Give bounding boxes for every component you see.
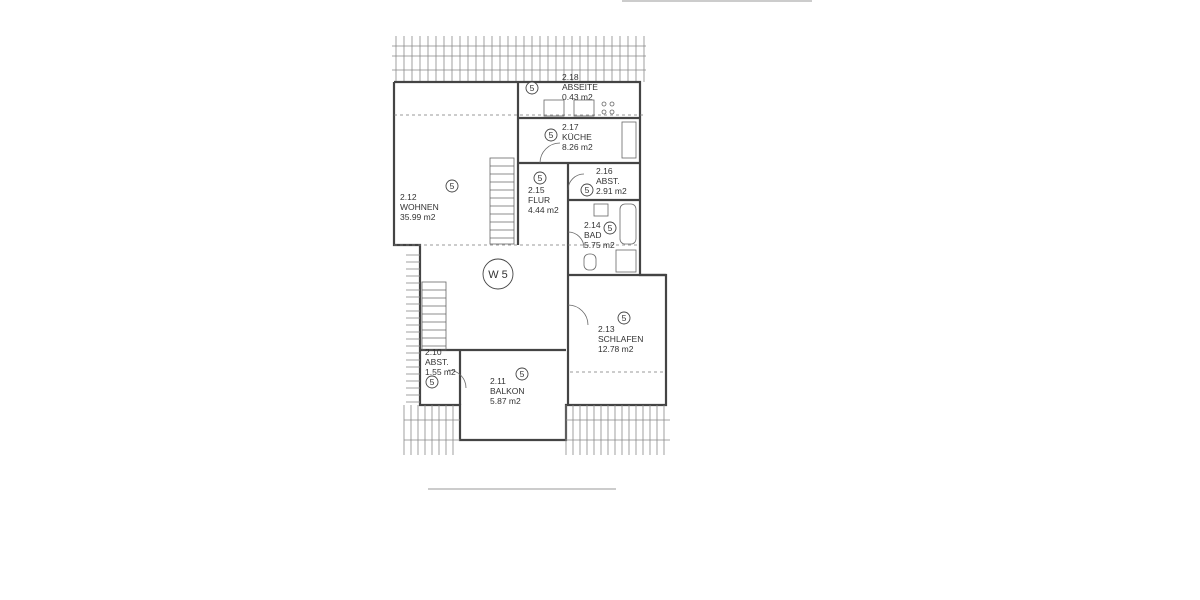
svg-text:WOHNEN: WOHNEN — [400, 202, 439, 212]
room-marker-icon — [580, 183, 594, 197]
doors — [447, 142, 589, 389]
roof-railing-bottom — [403, 254, 670, 455]
svg-text:12.78 m2: 12.78 m2 — [598, 344, 634, 354]
svg-text:ABST.: ABST. — [425, 357, 449, 367]
svg-text:W 5: W 5 — [488, 269, 508, 281]
roof-railing-top — [392, 36, 646, 82]
svg-text:SCHLAFEN: SCHLAFEN — [598, 334, 643, 344]
room-marker-icon — [533, 171, 547, 185]
room-marker-icon — [617, 311, 631, 325]
room-marker-icon — [515, 367, 529, 381]
svg-text:FLUR: FLUR — [528, 195, 550, 205]
svg-text:5: 5 — [622, 313, 627, 323]
svg-text:35.99 m2: 35.99 m2 — [400, 212, 436, 222]
svg-text:5: 5 — [530, 83, 535, 93]
svg-text:5: 5 — [549, 130, 554, 140]
svg-text:0.43 m2: 0.43 m2 — [562, 92, 593, 102]
svg-text:5: 5 — [430, 377, 435, 387]
svg-text:2.10: 2.10 — [425, 347, 442, 357]
svg-text:2.17: 2.17 — [562, 122, 579, 132]
room-marker-icon — [603, 221, 617, 235]
svg-text:2.11: 2.11 — [490, 376, 506, 386]
svg-text:5: 5 — [538, 173, 543, 183]
svg-text:KÜCHE: KÜCHE — [562, 132, 592, 142]
svg-text:5.75 m2: 5.75 m2 — [584, 240, 615, 250]
svg-text:2.18: 2.18 — [562, 72, 579, 82]
room-marker-icon — [445, 179, 459, 193]
svg-text:8.26 m2: 8.26 m2 — [562, 142, 593, 152]
bathroom-fixtures — [583, 203, 637, 273]
unit-label: W 5 — [482, 258, 514, 290]
svg-text:4.44 m2: 4.44 m2 — [528, 205, 559, 215]
staircase — [421, 157, 515, 351]
kitchen-fixtures — [543, 99, 637, 159]
room-marker-icon — [425, 375, 439, 389]
svg-text:5: 5 — [608, 223, 613, 233]
svg-text:2.14: 2.14 — [584, 220, 601, 230]
room-marker-icon — [544, 128, 558, 142]
svg-text:5: 5 — [585, 185, 590, 195]
svg-text:BALKON: BALKON — [490, 386, 525, 396]
svg-text:2.12: 2.12 — [400, 192, 417, 202]
svg-text:2.15: 2.15 — [528, 185, 545, 195]
svg-text:ABSEITE: ABSEITE — [562, 82, 598, 92]
room-marker-icon — [525, 81, 539, 95]
svg-text:2.16: 2.16 — [596, 166, 613, 176]
svg-text:BAD: BAD — [584, 230, 601, 240]
svg-text:2.91 m2: 2.91 m2 — [596, 186, 627, 196]
svg-text:ABST.: ABST. — [596, 176, 620, 186]
svg-text:1.55 m2: 1.55 m2 — [425, 367, 456, 377]
svg-text:5.87 m2: 5.87 m2 — [490, 396, 521, 406]
svg-text:2.13: 2.13 — [598, 324, 615, 334]
svg-text:5: 5 — [520, 369, 525, 379]
svg-text:5: 5 — [450, 181, 455, 191]
